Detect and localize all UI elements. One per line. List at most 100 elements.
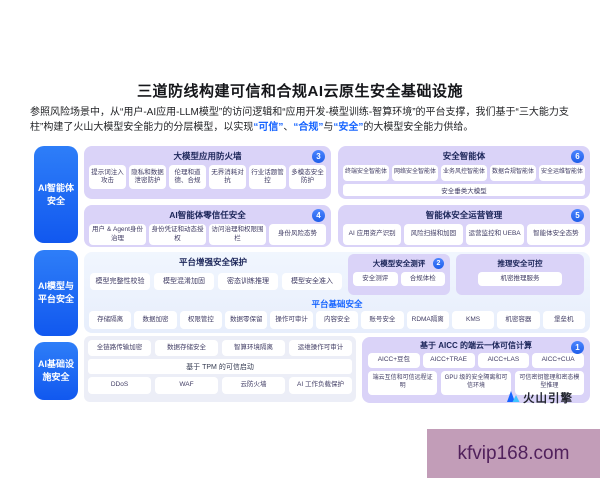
chip-row: 模型完整性校验 模型混淆加固 密态训练推理 模型安全准入 [90, 273, 342, 290]
section-title: 大模型应用防火墙 [173, 151, 242, 161]
section-title: 基于 AICC 的端云一体可信计算 [420, 341, 532, 350]
brand-footer: 火山引擎 [506, 390, 573, 406]
capability-chip: 数据零保留 [225, 311, 268, 329]
capability-chip: 身份风险态势 [269, 224, 326, 245]
chip-row: 用户 & Agent身份治理 身份凭证和动态授权 访问治理和权限围栏 身份风险态… [84, 221, 331, 245]
step-badge-2: 2 [433, 258, 444, 269]
section-security-agents: 安全智能体 6 终端安全智能体 网络安全智能体 业务风控智能体 数据合规智能体 … [338, 146, 590, 199]
capability-chip: 无界消耗对抗 [209, 165, 246, 189]
chip-row: 端云互信和可信远程证明 GPU 级的安全隔离和可信环境 可信密钥管理和密态模型推… [362, 368, 590, 395]
capability-chip: WAF [155, 377, 218, 394]
capability-chip: 内容安全 [315, 311, 359, 329]
capability-chip: 行业话题管控 [249, 165, 286, 189]
capability-chip: 密态训练推理 [218, 273, 278, 290]
capability-chip: 机密推理服务 [478, 272, 562, 286]
chip-row: 机密推理服务 [456, 269, 584, 286]
capability-chip: 合规体检 [400, 272, 445, 286]
capability-chip: 数据存储安全 [155, 340, 218, 356]
capability-chip: 安全测评 [353, 272, 398, 286]
capability-chip: 操作可审计 [270, 311, 313, 329]
chip-row: 终端安全智能体 网络安全智能体 业务风控智能体 数据合规智能体 安全运维智能体 [338, 162, 590, 181]
capability-chip: 数据加密 [134, 311, 177, 329]
sidebar-item-model-platform-security: AI模型与平台安全 [34, 250, 78, 336]
capability-chip: 多模态安全防护 [289, 165, 326, 189]
chip-row: 提示词注入攻击 隐私和数据泄密防护 伦理和道德、合规 无界消耗对抗 行业话题管控… [84, 162, 331, 189]
capability-chip: GPU 级的安全隔离和可信环境 [441, 371, 511, 395]
platform-enhanced-title: 平台增强安全保护 [178, 257, 247, 267]
capability-chip: AICC+豆包 [368, 353, 420, 368]
intro-line2-prefix: 柱”构建了火山大模型安全能力的分层模型，以实现 [30, 122, 254, 133]
chip-row: AI 应用资产识别 风险扫描和加固 运营监控和 UEBA 智能体安全态势 [338, 221, 590, 245]
section-llm-app-firewall: 大模型应用防火墙 3 提示词注入攻击 隐私和数据泄密防护 伦理和道德、合规 无界… [84, 146, 331, 199]
capability-chip: 身份凭证和动态授权 [149, 224, 206, 245]
capability-chip: RDMA隔离 [406, 311, 449, 329]
highlight-compliant: “合规” [293, 122, 324, 133]
capability-chip: 用户 & Agent身份治理 [89, 224, 146, 245]
capability-chip: 提示词注入攻击 [89, 165, 126, 189]
capability-chip: 模型混淆加固 [154, 273, 214, 290]
capability-chip: KMS [451, 311, 495, 329]
platform-basic-title: 平台基础安全 [311, 299, 363, 309]
capability-chip: 云防火墙 [222, 377, 285, 394]
section-title: 安全智能体 [442, 151, 486, 161]
step-badge-6: 6 [571, 150, 584, 163]
capability-chip: 风险扫描和加固 [404, 224, 463, 245]
step-badge-5: 5 [571, 209, 584, 222]
capability-chip: AICC+LAS [477, 353, 530, 368]
chip-row: 安全测评 合规体检 [348, 269, 450, 286]
chip-row: DDoS WAF 云防火墙 AI 工作负载保护 [88, 377, 352, 394]
sidebar-item-infrastructure-security: AI基础设施安全 [34, 342, 78, 400]
step-badge-3: 3 [312, 150, 325, 163]
chip-row: 存储隔离 数据加密 权限管控 数据零保留 操作可审计 内容安全 账号安全 RDM… [89, 311, 585, 329]
step-badge-1: 1 [571, 341, 584, 354]
intro-sep2: 与 [323, 122, 334, 133]
capability-chip: AI 工作负载保护 [289, 377, 352, 394]
capability-chip: 运维操作可审计 [289, 340, 352, 356]
highlight-secure: “安全” [333, 122, 364, 133]
capability-chip: 终端安全智能体 [343, 165, 389, 181]
capability-chip: 访问治理和权限围栏 [209, 224, 266, 245]
capability-chip: AICC+TRAE [422, 353, 475, 368]
capability-chip: AI 应用资产识别 [343, 224, 402, 245]
watermark-banner: kfvip168.com [427, 429, 600, 478]
capability-chip: 智能体安全态势 [526, 224, 585, 245]
capability-chip: 安全运维智能体 [539, 165, 585, 181]
capability-chip: 账号安全 [361, 311, 404, 329]
capability-chip: 堡垒机 [542, 311, 585, 329]
capability-chip: 可信密钥管理和密态模型推理 [514, 371, 584, 395]
page-title: 三道防线构建可信和合规AI云原生安全基础设施 [136, 83, 463, 100]
capability-chip: 全链路传输加密 [88, 340, 151, 356]
capability-chip: 模型安全准入 [282, 273, 342, 290]
section-agent-ops-management: 智能体安全运营管理 5 AI 应用资产识别 风险扫描和加固 运营监控和 UEBA… [338, 205, 590, 247]
step-badge-4: 4 [312, 209, 325, 222]
capability-chip: 隐私和数据泄密防护 [129, 165, 166, 189]
section-model-security-evaluation: 大模型安全测评 2 安全测评 合规体检 [348, 254, 450, 295]
sidebar-item-ai-agent-security: AI智能体安全 [34, 146, 78, 243]
capability-chip: 运营监控和 UEBA [465, 224, 524, 245]
capability-chip: DDoS [88, 377, 151, 394]
section-title: 推理安全可控 [497, 259, 543, 268]
brand-name: 火山引擎 [523, 393, 573, 405]
section-aicc-trusted-computing: 基于 AICC 的端云一体可信计算 1 AICC+豆包 AICC+TRAE AI… [362, 337, 590, 403]
intro-line2-suffix: 的大模型安全能力供给。 [363, 122, 474, 133]
intro-paragraph: 参照风险场景中，从“用户-AI应用-LLM模型”的访问逻辑和“应用开发-模型训练… [30, 105, 571, 135]
section-title: 智能体安全运营管理 [425, 210, 503, 220]
intro-line-2: 柱”构建了火山大模型安全能力的分层模型，以实现“可信”、“合规”与“安全”的大模… [30, 120, 571, 135]
section-title: AI智能体零信任安全 [169, 210, 246, 220]
intro-line-1: 参照风险场景中，从“用户-AI应用-LLM模型”的访问逻辑和“应用开发-模型训练… [30, 107, 569, 118]
capability-chip: 网络安全智能体 [392, 165, 438, 181]
capability-chip: 数据合规智能体 [490, 165, 536, 181]
volcengine-logo-icon [506, 389, 520, 407]
capability-chip: AICC+CUA [532, 353, 584, 368]
capability-chip: 存储隔离 [89, 311, 132, 329]
capability-chip: 伦理和道德、合规 [169, 165, 206, 189]
section-inference-security: 推理安全可控 机密推理服务 [456, 254, 584, 295]
tpm-trusted-boot-bar: 基于 TPM 的可信启动 [88, 359, 352, 374]
capability-chip: 机密容器 [497, 311, 540, 329]
capability-chip: 业务风控智能体 [441, 165, 487, 181]
highlight-trusted: “可信” [253, 122, 284, 133]
section-agent-zero-trust: AI智能体零信任安全 4 用户 & Agent身份治理 身份凭证和动态授权 访问… [84, 205, 331, 247]
chip-row: AICC+豆包 AICC+TRAE AICC+LAS AICC+CUA [362, 351, 590, 368]
capability-chip: 智算环境隔离 [222, 340, 285, 356]
